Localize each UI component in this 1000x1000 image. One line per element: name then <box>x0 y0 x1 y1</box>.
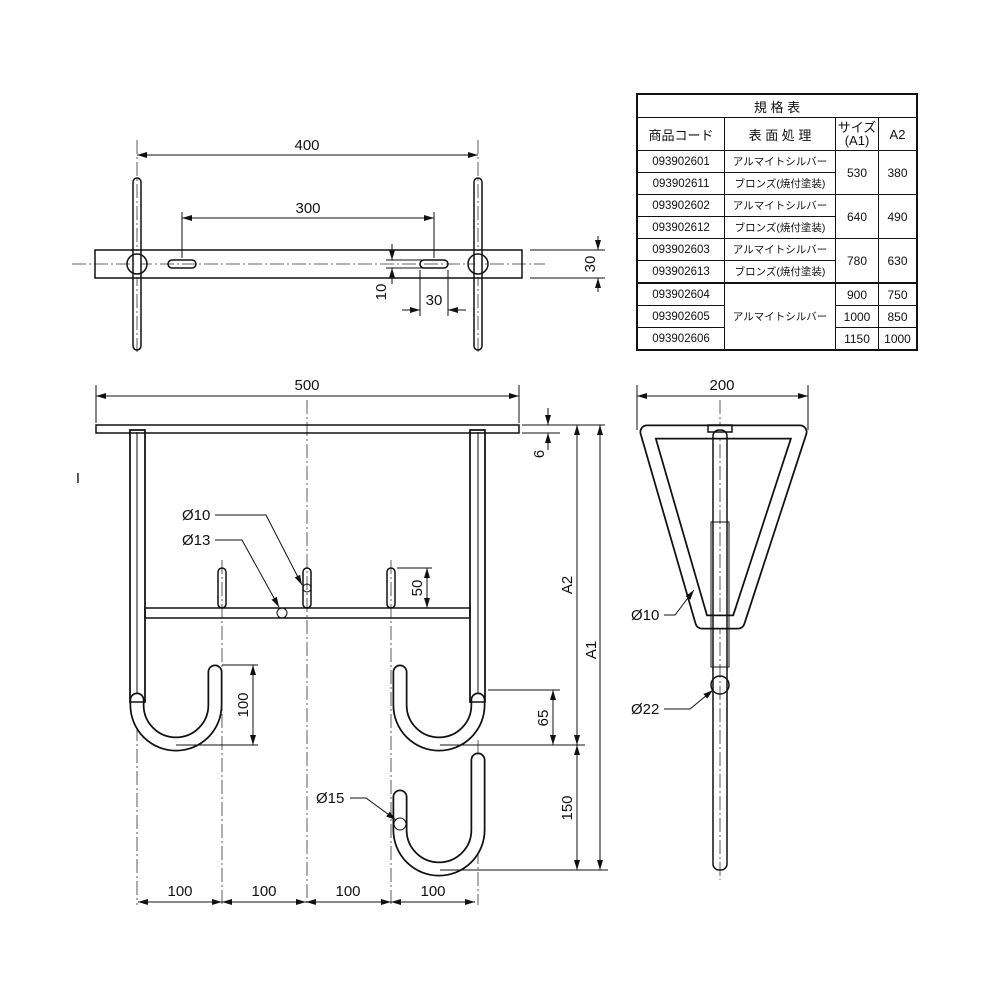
dim-a2: A2 <box>559 576 576 594</box>
bolt-hole-right <box>467 253 489 275</box>
dim-bottom-4: 100 <box>420 883 445 900</box>
spec-table-title: 規 格 表 <box>636 93 918 118</box>
table-row: 093902604 アルマイトシルバー 900 750 <box>636 282 918 351</box>
header-size: サイズ(A1) <box>835 117 879 151</box>
section-mark: I <box>76 470 80 487</box>
side-post <box>712 429 728 871</box>
callout-side-d10: Ø10 <box>631 607 659 624</box>
dim-10-slot: 10 <box>373 284 390 301</box>
dim-bottom-2: 100 <box>251 883 276 900</box>
dim-a1: A1 <box>583 641 600 659</box>
dim-200: 200 <box>709 377 734 394</box>
dim-6: 6 <box>531 450 548 458</box>
spec-table: 規 格 表 商品コード 表 面 処 理 サイズ(A1) A2 093902601… <box>636 93 918 351</box>
side-bolt <box>710 675 730 695</box>
dim-150: 150 <box>559 795 576 820</box>
table-row: 093902603 アルマイトシルバー 780 630 <box>636 238 918 284</box>
dim-30-thickness: 30 <box>582 256 599 273</box>
table-row: 093902611 ブロンズ(焼付塗装) <box>636 172 917 195</box>
dim-bottom-3: 100 <box>335 883 360 900</box>
dim-bottom-1: 100 <box>167 883 192 900</box>
pin-right <box>386 567 396 609</box>
bolt-hole-left <box>126 253 148 275</box>
crossbar <box>144 607 471 619</box>
dim-300: 300 <box>295 200 320 217</box>
dim-100-hook: 100 <box>235 692 252 717</box>
header-a2: A2 <box>878 117 918 151</box>
callout-d22: Ø22 <box>631 701 659 718</box>
base-plate <box>95 424 520 434</box>
table-row: 093902605 1000 850 <box>636 305 918 328</box>
left-post-top <box>132 177 142 351</box>
pin-left <box>217 567 227 609</box>
right-post-top <box>473 177 483 351</box>
dim-400: 400 <box>294 137 319 154</box>
table-row: 093902606 1150 1000 <box>636 327 918 351</box>
callout-d13: Ø13 <box>182 532 210 549</box>
top-bar <box>94 249 523 279</box>
dim-50: 50 <box>409 580 426 597</box>
header-treatment: 表 面 処 理 <box>724 117 836 151</box>
slot-left <box>167 259 197 269</box>
table-row: 093902602 アルマイトシルバー 640 490 <box>636 194 918 239</box>
header-code: 商品コード <box>636 117 725 151</box>
top-view: 400 300 30 10 30 <box>72 137 605 355</box>
dim-500: 500 <box>294 377 319 394</box>
callout-d10: Ø10 <box>182 507 210 524</box>
slot-right <box>419 259 449 269</box>
table-row: 093902601 アルマイトシルバー 530 380 <box>636 150 918 195</box>
front-view: 500 6 A2 A1 65 150 50 100 10 <box>95 377 608 905</box>
side-view: 200 Ø10 Ø22 <box>631 377 809 880</box>
callout-d15: Ø15 <box>316 790 344 807</box>
dim-65: 65 <box>535 710 552 727</box>
dim-30-slot: 30 <box>426 292 443 309</box>
